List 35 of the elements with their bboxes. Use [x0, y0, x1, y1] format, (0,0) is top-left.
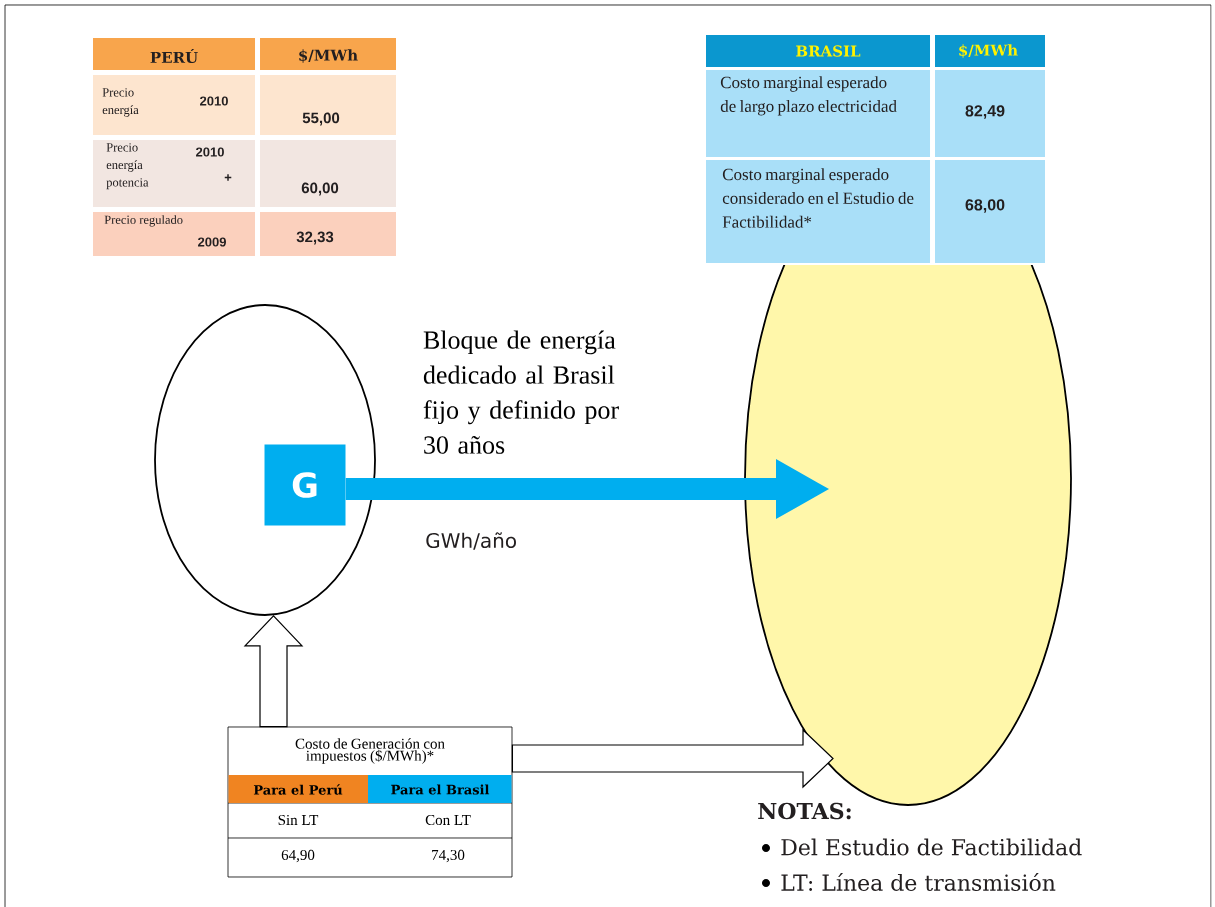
table-cell: 82,49	[935, 70, 1045, 157]
label: Precio energía	[102, 88, 139, 117]
label: 2010	[200, 96, 228, 106]
label: Precio energía potencia	[106, 143, 149, 190]
table-header: PERÚ	[93, 38, 255, 70]
table-caption: Costo de Generación con impuestos ($/MWh)*	[295, 738, 445, 764]
note-text: Del Estudio de Factibilidad	[781, 838, 1082, 856]
generator-box: G	[264, 444, 346, 526]
table-cell: Con LT	[425, 814, 471, 826]
table-cell: 55,00	[260, 75, 396, 135]
table-header: $/MWh	[935, 35, 1045, 67]
table-cell: Precio energía potencia 2010 +	[93, 140, 255, 207]
block-arrow	[243, 615, 304, 728]
table-header: $/MWh	[260, 38, 396, 70]
unit-label: GWh/año	[426, 532, 516, 550]
label: 2010	[196, 147, 224, 157]
table-cell: Precio energía 2010	[93, 75, 255, 135]
table-cell: 60,00	[260, 140, 396, 207]
block-arrow	[511, 728, 834, 789]
table-cell: Sin LT	[278, 814, 319, 826]
table-cell: 32,33	[260, 212, 396, 256]
table-cell: Costo marginal esperado de largo plazo electricidad	[706, 70, 930, 157]
table-header: Para el Perú	[228, 775, 368, 803]
notes-heading: NOTAS:	[758, 802, 851, 820]
label: +	[224, 174, 232, 181]
table-cell: Costo marginal esperado considerado en el Estudio de Factibilidad*	[706, 160, 930, 263]
table-cell: 74,30	[432, 849, 465, 863]
table-header: BRASIL	[706, 35, 930, 67]
table-header: Para el Brasil	[368, 775, 512, 803]
edge-label: Bloque de energía dedicado al Brasil fijo y definido por 30 años	[423, 330, 619, 454]
note-text: LT: Línea de transmisión	[781, 873, 1056, 891]
table-cell: 64,90	[281, 849, 315, 863]
cost-table	[227, 726, 513, 878]
table-cell: Precio regulado 2009	[93, 212, 255, 256]
table-cell: 68,00	[935, 160, 1045, 263]
